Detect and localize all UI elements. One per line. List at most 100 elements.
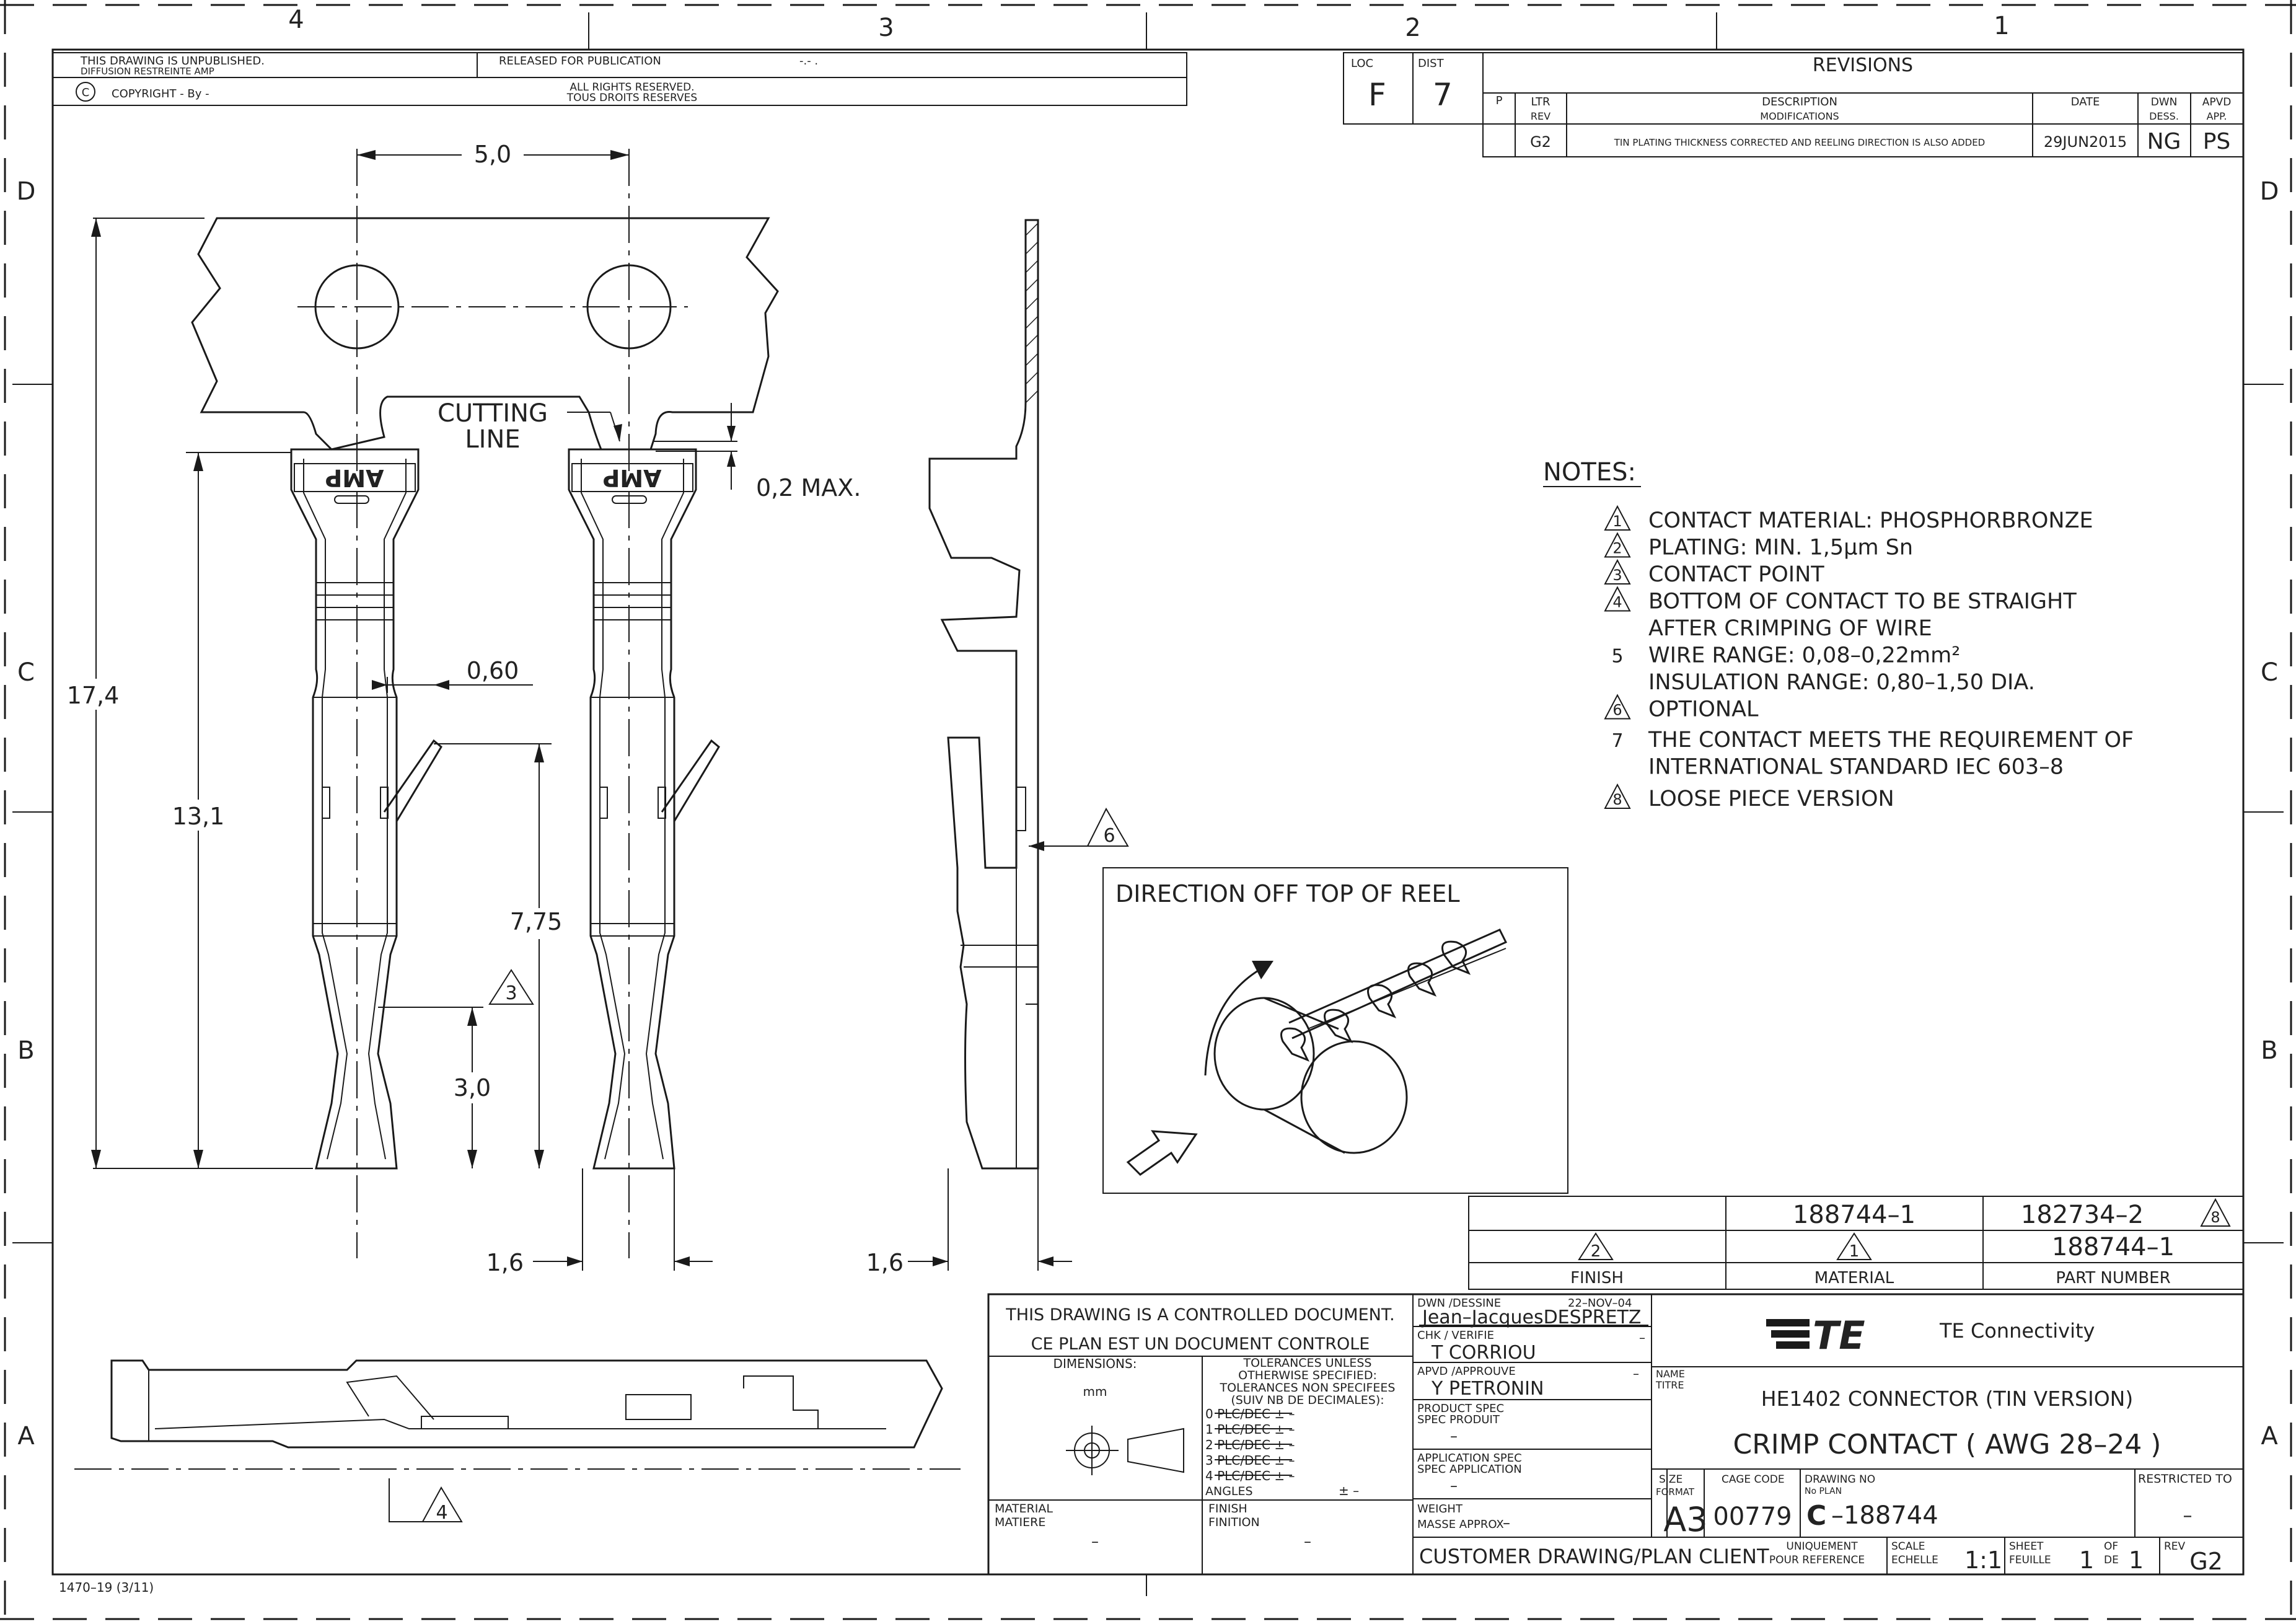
sheet-label-fr: FEUILLE: [2009, 1554, 2051, 1566]
front-dimensions: 5,0 CUTTING LINE 0,2 MAX. 17,4 13,1: [59, 141, 861, 1276]
cutting-line-label-2: LINE: [465, 425, 520, 454]
zone-col-2: 2: [1405, 14, 1420, 42]
apvd-value: –: [1633, 1366, 1639, 1381]
finish-label-fr: FINITION: [1208, 1516, 1260, 1529]
dim-lance: 7,75: [510, 908, 563, 935]
zone-row-b-left: B: [17, 1036, 34, 1065]
unpublished-text: THIS DRAWING IS UNPUBLISHED.: [80, 55, 265, 68]
note-4-marker: 4: [436, 1502, 447, 1524]
title-line-2: CRIMP CONTACT ( AWG 28–24 ): [1733, 1429, 2162, 1460]
third-angle-projection-icon: [1066, 1426, 1184, 1475]
note-number: 7: [1611, 730, 1623, 752]
note-triangle-icon: [1604, 532, 1631, 558]
rev-row-dwn: NG: [2147, 129, 2181, 154]
note-number: 8: [1612, 791, 1622, 808]
part-col-b-note: 8: [2210, 1209, 2220, 1226]
tol-line-3: TOLERANCES NON SPECIFEES: [1220, 1381, 1396, 1395]
part-number-header: PART NUMBER: [2056, 1269, 2170, 1287]
rev-col-dess: DESS.: [2149, 110, 2179, 122]
revisions-table: REVISIONS P LTR REV DESCRIPTION MODIFICA…: [1482, 52, 2244, 157]
pour-reference-text: POUR REFERENCE: [1769, 1554, 1865, 1566]
part-row2: 188744–1: [2052, 1233, 2175, 1261]
note-text: LOOSE PIECE VERSION: [1648, 787, 1894, 811]
note-number: 5: [1611, 646, 1623, 668]
material-label-fr: MATIERE: [995, 1516, 1045, 1529]
tol-line-1: TOLERANCES UNLESS: [1243, 1356, 1372, 1370]
note-number: 4: [1612, 594, 1622, 611]
drawing-prefix: C: [1806, 1500, 1826, 1532]
rev-col-apvd: APVD: [2202, 96, 2232, 108]
customer-drawing: CUSTOMER DRAWING/PLAN CLIENT: [1419, 1545, 1769, 1568]
dim-contact-length: 13,1: [172, 803, 225, 830]
sheet-label-en: SHEET: [2009, 1540, 2044, 1553]
note-number: 2: [1612, 540, 1622, 557]
drawing-number: –188744: [1831, 1501, 1938, 1530]
finish-marker: 2: [1591, 1242, 1601, 1261]
weight-value: –: [1503, 1514, 1510, 1532]
note-3-marker: 3: [505, 982, 517, 1004]
rights-en: ALL RIGHTS RESERVED.: [570, 81, 694, 94]
loc-dist-block: LOC F DIST 7: [1343, 52, 1484, 125]
restricted-label: RESTRICTED TO: [2138, 1472, 2232, 1486]
finish-label-en: FINISH: [1208, 1502, 1247, 1516]
rev-col-app: APP.: [2207, 110, 2227, 122]
sheet-value: 1: [2079, 1547, 2094, 1574]
zone-col-4: 4: [288, 6, 304, 34]
size-label-fr: FORMAT: [1656, 1486, 1695, 1498]
part-table: 188744–1 182734–2 8 188744–1 2 1 FINISH …: [1468, 1196, 2244, 1290]
product-spec-label-en: PRODUCT SPEC: [1417, 1402, 1504, 1415]
rev-label: REV: [2164, 1540, 2186, 1553]
dim-overall-length: 17,4: [67, 682, 120, 709]
zone-row-b-right: B: [2261, 1036, 2277, 1065]
dim-top-width: 5,0: [474, 141, 511, 168]
te-logo-icon: TE: [1766, 1313, 1865, 1358]
form-number: 1470–19 (3/11): [59, 1580, 154, 1595]
material-marker: 1: [1849, 1242, 1860, 1261]
material-header: MATERIAL: [1814, 1269, 1894, 1287]
zone-row-c-left: C: [17, 658, 35, 687]
rev-col-p: P: [1496, 94, 1503, 107]
dist-label: DIST: [1418, 57, 1445, 70]
rev-row-apvd: PS: [2203, 129, 2231, 154]
side-view: 6 1,6: [866, 219, 1129, 1276]
angles-value: ± –: [1339, 1483, 1359, 1498]
contact-right: AMP: [568, 448, 720, 1170]
zone-row-d-left: D: [17, 177, 36, 206]
application-spec-value: –: [1450, 1477, 1458, 1494]
note-number: 6: [1612, 702, 1622, 719]
note-text: THE CONTACT MEETS THE REQUIREMENT OF: [1648, 728, 2134, 752]
scale-label-en: SCALE: [1891, 1540, 1925, 1553]
rev-col-date: DATE: [2071, 95, 2100, 108]
note-number: 1: [1612, 513, 1622, 530]
note-text: INTERNATIONAL STANDARD IEC 603–8: [1648, 755, 2064, 780]
zone-row-c-right: C: [2261, 658, 2278, 687]
rev-col-ltr: LTR: [1531, 95, 1550, 108]
chk-name: T CORRIOU: [1431, 1342, 1536, 1364]
of-value: 1: [2129, 1547, 2144, 1574]
note-text: AFTER CRIMPING OF WIRE: [1648, 616, 1932, 641]
part-col-b: 182734–2: [2021, 1201, 2144, 1229]
note-triangle-icon: [1604, 505, 1631, 531]
copyright-text: COPYRIGHT - By -: [112, 87, 209, 100]
reel-inset: DIRECTION OFF TOP OF REEL: [1102, 867, 1568, 1194]
of-label-en: OF: [2104, 1540, 2118, 1553]
note-text: WIRE RANGE: 0,08–0,22mm²: [1648, 643, 1960, 668]
drawing-no-label-fr: No PLAN: [1805, 1486, 1842, 1496]
copyright-symbol: C: [82, 86, 90, 99]
dwn-date: 22–NOV–04: [1568, 1297, 1632, 1310]
tol-line-4: (SUIV NB DE DECIMALES):: [1231, 1393, 1384, 1407]
zone-labels: 4 3 2 1 D C B A D C B A: [17, 6, 2279, 1450]
scale-value: 1:1: [1964, 1547, 2002, 1574]
bottom-view: 4: [74, 1359, 961, 1524]
dim-max: 0,2 MAX.: [756, 474, 861, 501]
units-value: mm: [1083, 1384, 1107, 1399]
chk-value: –: [1639, 1330, 1645, 1345]
chk-label: CHK / VERIFIE: [1417, 1329, 1494, 1342]
released-value: -.- .: [799, 55, 818, 68]
finish-header: FINISH: [1570, 1269, 1624, 1287]
part-col-a: 188744–1: [1793, 1201, 1916, 1229]
dim-contact-point: 3,0: [454, 1074, 491, 1101]
angles-label: ANGLES: [1205, 1485, 1253, 1498]
zone-row-d-right: D: [2260, 177, 2279, 206]
company-name: TE Connectivity: [1939, 1319, 2095, 1343]
